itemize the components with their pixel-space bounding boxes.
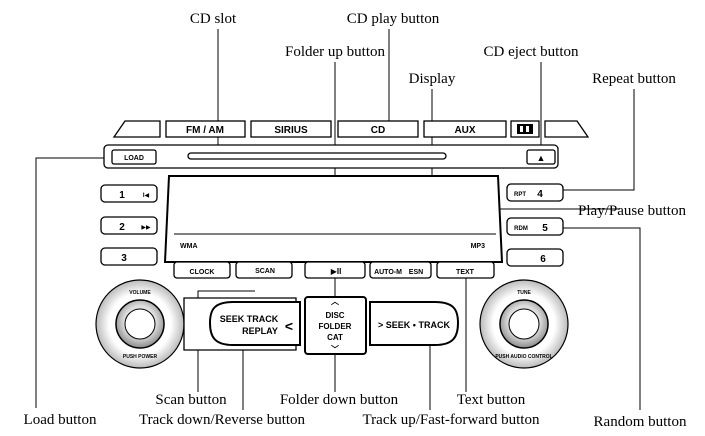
preset-button-6[interactable] [506,248,564,267]
disc-label: DISC [325,311,344,320]
scan-label: SCAN [255,268,275,275]
preset-6-label: 6 [540,254,546,265]
sirius-label: SIRIUS [274,125,308,136]
preset-button-1[interactable] [100,184,158,203]
eject-icon: ▲ [537,153,546,163]
sirius-tab[interactable] [250,120,332,138]
power-label: PUSH POWER [123,354,158,360]
label-random: Random button [594,414,687,430]
repeat-button[interactable] [506,183,564,202]
seek-track-up-button[interactable] [369,301,460,346]
text-button[interactable] [436,261,495,279]
fm-am-tab[interactable] [165,120,246,138]
volume-knob-cap [124,308,156,340]
leader-lines [35,29,641,410]
text-label: TEXT [456,269,475,276]
label-scan: Scan button [155,392,227,408]
fm-am-label: FM / AM [186,125,224,136]
auto-m-esn-button[interactable] [369,261,432,279]
label-text: Text button [457,392,526,408]
preset-button-3[interactable] [100,247,158,266]
cd-label: CD [371,125,385,136]
rpt-label: RPT [514,192,526,198]
clock-label: CLOCK [190,269,215,276]
folder-up-icon: ︿ [331,297,339,306]
preset-3-label: 3 [121,253,127,264]
audio-control-label: PUSH AUDIO CONTROL [495,354,552,360]
folder-label: FOLDER [319,322,352,331]
preset-1-label: 1 [119,190,125,201]
tune-label: TUNE [517,290,531,296]
aux-tab[interactable] [423,120,507,138]
preset-button-2[interactable] [100,216,158,235]
play-pause-icon: ▶II [331,267,342,276]
load-button[interactable] [111,149,157,165]
label-folder-down: Folder down button [280,392,399,408]
folder-down-icon: ﹀ [331,344,339,354]
label-display: Display [409,71,456,87]
clock-button[interactable] [173,261,231,279]
label-cd-slot: CD slot [190,11,237,27]
label-play-pause: Play/Pause button [578,203,686,219]
display [163,175,504,263]
folder-center-button[interactable] [304,296,367,355]
preset-4-label: 4 [537,189,543,200]
preset-1-sub: I◀ [143,193,150,199]
play-pause-button[interactable] [304,261,366,279]
tune-knob-cap [508,308,540,340]
cd-slot [187,152,447,160]
random-button[interactable] [506,217,564,236]
cat-label: CAT [327,333,343,342]
info-icon [517,124,533,134]
esn-label: ESN [409,269,423,276]
label-repeat: Repeat button [592,71,676,87]
cd-tab[interactable] [337,120,419,138]
seek-left-arrow-icon: < [285,318,293,334]
preset-5-label: 5 [542,223,548,234]
seek-track-down-button[interactable] [208,301,301,346]
preset-2-label: 2 [119,222,125,233]
eject-button[interactable] [526,149,556,165]
blank-left-tab [112,120,161,138]
seek-left-label: SEEK TRACK [220,314,279,324]
label-load: Load button [24,412,97,428]
replay-label: REPLAY [242,326,278,336]
label-cd-eject: CD eject button [484,44,579,60]
volume-label: VOLUME [129,290,151,296]
scan-button[interactable] [235,261,293,279]
display-left-indicator: WMA [180,243,198,250]
aux-label: AUX [454,125,475,136]
preset-2-sub: ▶▶ [141,225,151,231]
display-right-indicator: MP3 [471,243,486,250]
blank-right-tab [544,120,590,138]
label-folder-up: Folder up button [285,44,385,60]
radio-faceplate: FM / AM SIRIUS CD AUX LOAD ▲ WMA MP3 1 I… [95,120,590,369]
label-track-down: Track down/Reverse button [139,412,306,428]
label-track-up: Track up/Fast-forward button [363,412,540,428]
auto-m-label: AUTO-M [374,269,402,276]
label-cd-play: CD play button [347,11,440,27]
load-button-label: LOAD [124,155,144,162]
rdm-label: RDM [514,226,528,232]
seek-right-label: > SEEK • TRACK [378,320,450,330]
